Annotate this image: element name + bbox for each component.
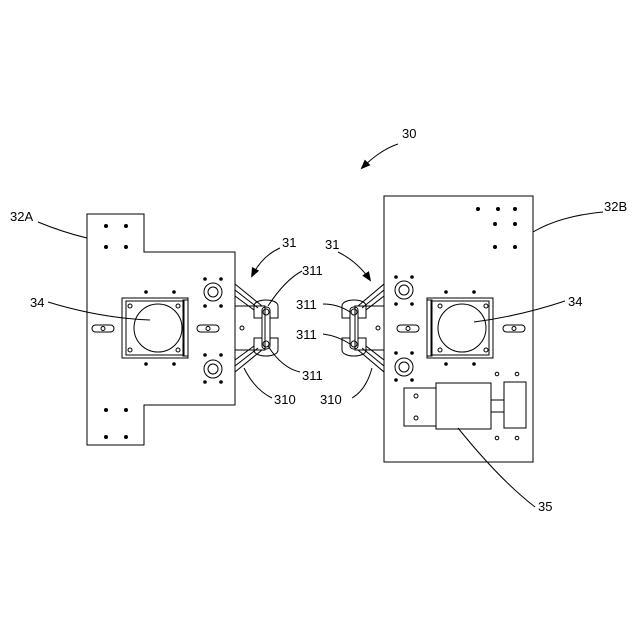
leader-32a: [38, 222, 87, 238]
label-310-right: 310: [320, 392, 342, 407]
gripper-left: [235, 284, 278, 372]
bearing-left-top: [204, 283, 222, 301]
bearing-left-bottom: [204, 360, 222, 378]
arrow-30: [362, 144, 398, 168]
label-34-left: 34: [30, 295, 44, 310]
plate-32a: [87, 214, 235, 445]
label-35: 35: [538, 499, 552, 514]
drive-35: [404, 372, 526, 440]
label-34-right: 34: [568, 294, 582, 309]
motor-34-left: [122, 298, 188, 358]
arrow-31-left: [252, 248, 280, 276]
leader-310-left: [244, 368, 272, 398]
label-31-left: 31: [282, 235, 296, 250]
plate-32b-holes: [476, 207, 517, 249]
label-31-right: 31: [325, 237, 339, 252]
leader-34-left: [48, 302, 150, 320]
label-311-rb: 311: [296, 327, 317, 342]
leader-310-right: [352, 368, 372, 398]
arrow-31-right: [338, 252, 370, 280]
leader-311-rb: [323, 334, 350, 344]
leader-32b: [533, 212, 603, 232]
label-30: 30: [402, 126, 416, 141]
bearing-right-bottom: [395, 358, 413, 376]
label-311-lb: 311: [302, 368, 323, 383]
label-311-rt: 311: [296, 297, 317, 312]
label-32a: 32A: [10, 209, 33, 224]
leader-311-lb: [268, 346, 300, 372]
leader-311-rt: [323, 304, 350, 312]
gripper-right: [342, 284, 384, 372]
label-311-lt: 311: [302, 263, 323, 278]
bearing-right-top: [395, 281, 413, 299]
label-32b: 32B: [604, 199, 627, 214]
motor-34-right: [427, 298, 493, 358]
label-310-left: 310: [274, 392, 296, 407]
